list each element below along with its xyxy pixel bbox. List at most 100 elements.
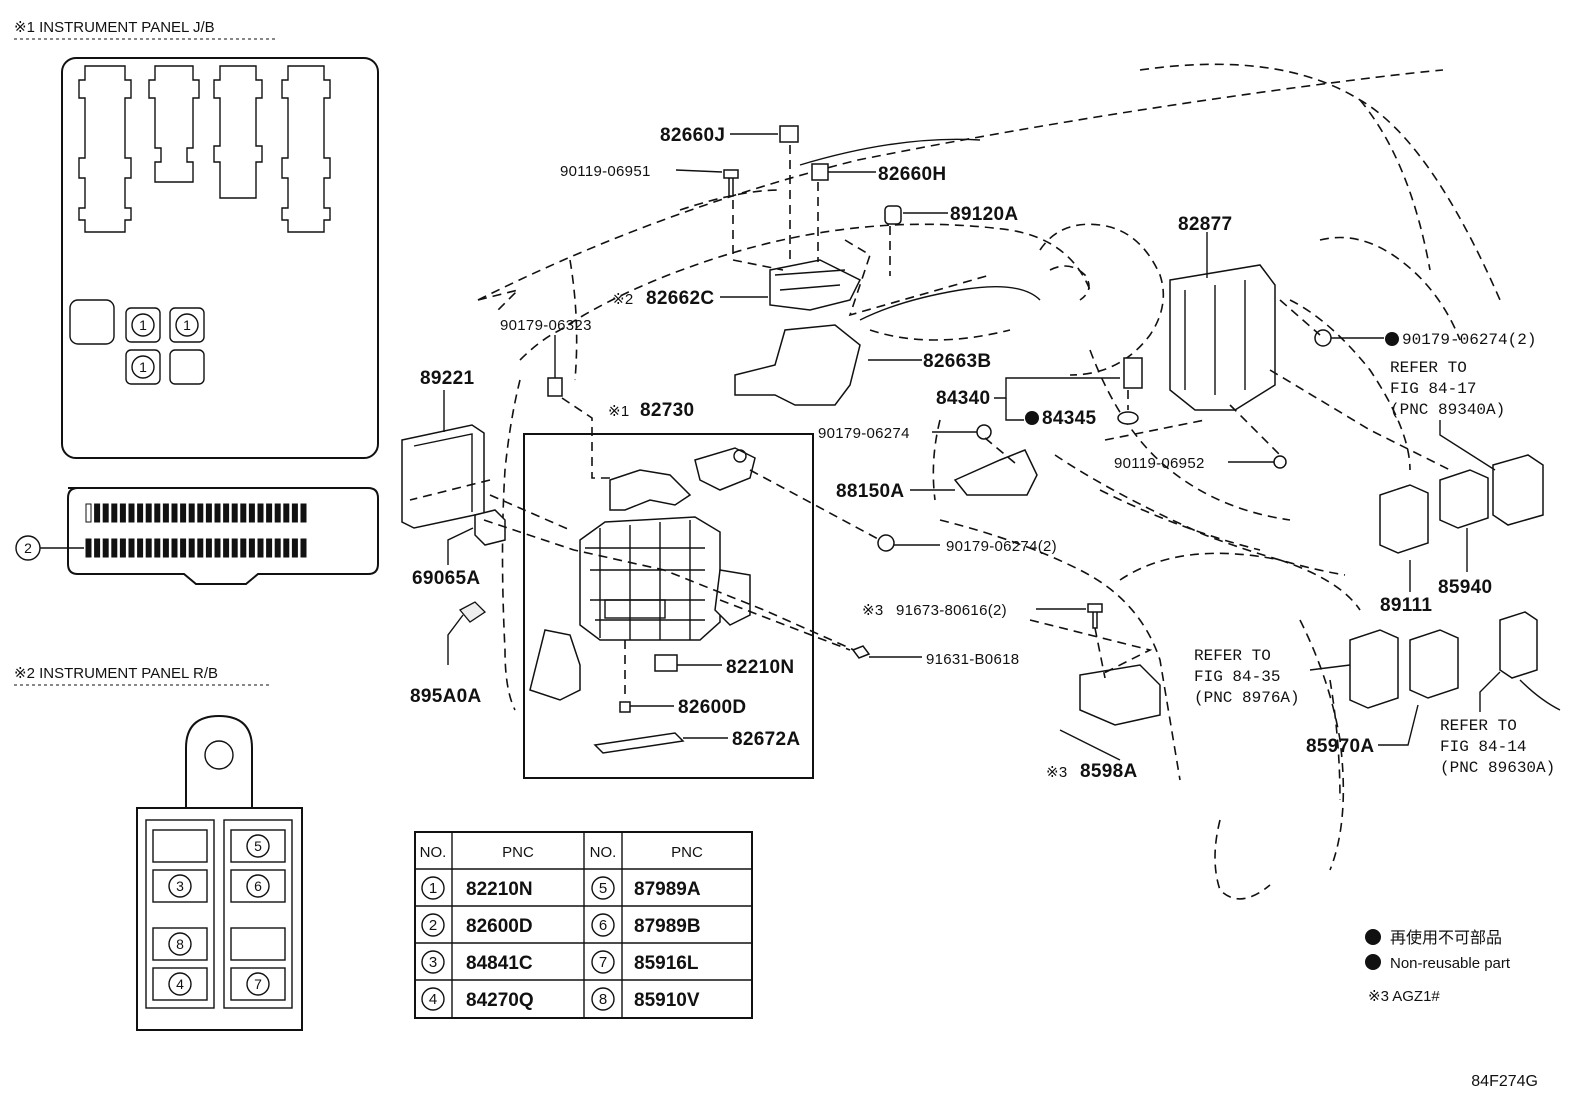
fuse-slot [283,538,290,558]
label-90179-06323: 90179-06323 [500,317,592,334]
label-90119-06951: 90119-06951 [560,163,651,180]
dashed-connectors [409,145,1451,700]
fuse-slot [240,503,247,523]
fuse-slot [300,538,307,558]
label-82600D: 82600D [678,697,746,718]
jb-callout-1c: 1 [139,359,147,375]
fuse-slot [274,538,281,558]
table-no-circle [421,913,445,937]
table-no-a: 1 [429,880,437,897]
label-90179-06274-2-upper: 90179-06274(2) [1402,331,1536,349]
table-header-no-b: NO. [590,844,617,861]
refer-fig-84-14: REFER TO FIG 84-14 (PNC 89630A) [1440,717,1555,777]
fuse-slot [188,538,195,558]
fuse-slot [128,538,135,558]
fuse-slot [137,538,144,558]
refer-84-17-line3: (PNC 89340A) [1390,401,1505,419]
fuse-slot [111,503,118,523]
table-no-circle [591,913,615,937]
table-pnc-b: 87989A [634,879,701,900]
refer-84-14-line3: (PNC 89630A) [1440,759,1555,777]
fuse-row-bottom [85,538,307,558]
label-90119-06952: 90119-06952 [1114,455,1205,472]
label-8598A-mark: ※3 [1046,764,1068,781]
table-no-b: 5 [599,880,607,897]
fuse-slot [162,538,169,558]
fuse-slot [248,503,255,523]
fuse-slot [102,538,109,558]
table-no-circle [591,987,615,1011]
legend-dot-jp [1365,929,1381,945]
label-82662C-mark: ※2 [612,291,634,308]
fuse-slot [197,503,204,523]
fuse-slot [154,503,161,523]
refer-84-17-line1: REFER TO [1390,359,1467,377]
fuse-slot [180,538,187,558]
fuse-slot [94,503,101,523]
fuse-slot [171,538,178,558]
fuse-slot [102,503,109,523]
refer-fig-84-35: REFER TO FIG 84-35 (PNC 8976A) [1194,647,1300,707]
fuse-slot [214,503,221,523]
non-reusable-dot-84345 [1025,411,1039,425]
rb-header: ※2 INSTRUMENT PANEL R/B [14,665,218,682]
fuse-slot [154,538,161,558]
fuse-slot [137,503,144,523]
table-no-a: 4 [429,991,437,1008]
fuse-slot [266,538,273,558]
label-82663B: 82663B [923,351,991,372]
table-no-b: 6 [599,917,607,934]
fuse-slot [171,503,178,523]
label-82730: 82730 [640,400,694,421]
rb-callout-7: 7 [254,976,262,992]
label-8598A: 8598A [1080,761,1138,782]
part-shapes [401,125,1544,726]
fuse-slot [145,538,152,558]
label-89111: 89111 [1380,595,1432,616]
jb-callout-2: 2 [24,540,32,556]
jb-header: ※1 INSTRUMENT PANEL J/B [14,19,215,36]
fuse-slot [257,538,264,558]
label-82662C: 82662C [646,288,714,309]
refer-84-17-line2: FIG 84-17 [1390,380,1476,398]
jb-callout-1b: 1 [183,317,191,333]
table-header-no-a: NO. [420,844,447,861]
table-header-pnc-b: PNC [671,844,703,861]
non-reusable-dot-90179-06274-2 [1385,332,1399,346]
legend-note: ※3 AGZ1# [1368,988,1440,1005]
label-84345: 84345 [1042,408,1096,429]
refer-84-35-line3: (PNC 8976A) [1194,689,1300,707]
label-82660J: 82660J [660,125,725,146]
refer-fig-84-17: REFER TO FIG 84-17 (PNC 89340A) [1390,359,1505,419]
fuse-slot [214,538,221,558]
label-84340: 84340 [936,388,990,409]
fuse-slot [128,503,135,523]
refer-84-35-line2: FIG 84-35 [1194,668,1280,686]
table-header-pnc-a: PNC [502,844,534,861]
rb-relay-block [136,714,303,1031]
label-85970A: 85970A [1306,736,1374,757]
label-69065A: 69065A [412,568,480,589]
legend-jp-text: 再使用不可部品 [1390,929,1502,947]
table-pnc-b: 85916L [634,953,699,974]
fuse-slot [119,538,126,558]
rb-callout-8: 8 [176,936,184,952]
refer-84-14-line2: FIG 84-14 [1440,738,1526,756]
legend-dot-en [1365,954,1381,970]
table-no-circle [421,987,445,1011]
label-82660H: 82660H [878,164,946,185]
legend-en-text: Non-reusable part [1390,955,1511,972]
table-pnc-a: 84841C [466,953,533,974]
label-85940: 85940 [1438,577,1492,598]
rb-callout-3: 3 [176,878,184,894]
fuse-slot [188,503,195,523]
fuse-slot [223,538,230,558]
label-82730-mark: ※1 [608,403,630,420]
rb-callout-4: 4 [176,976,184,992]
table-pnc-a: 82210N [466,879,533,900]
fuse-slot [162,503,169,523]
table-no-b: 7 [599,954,607,971]
table-pnc-b: 85910V [634,990,700,1011]
